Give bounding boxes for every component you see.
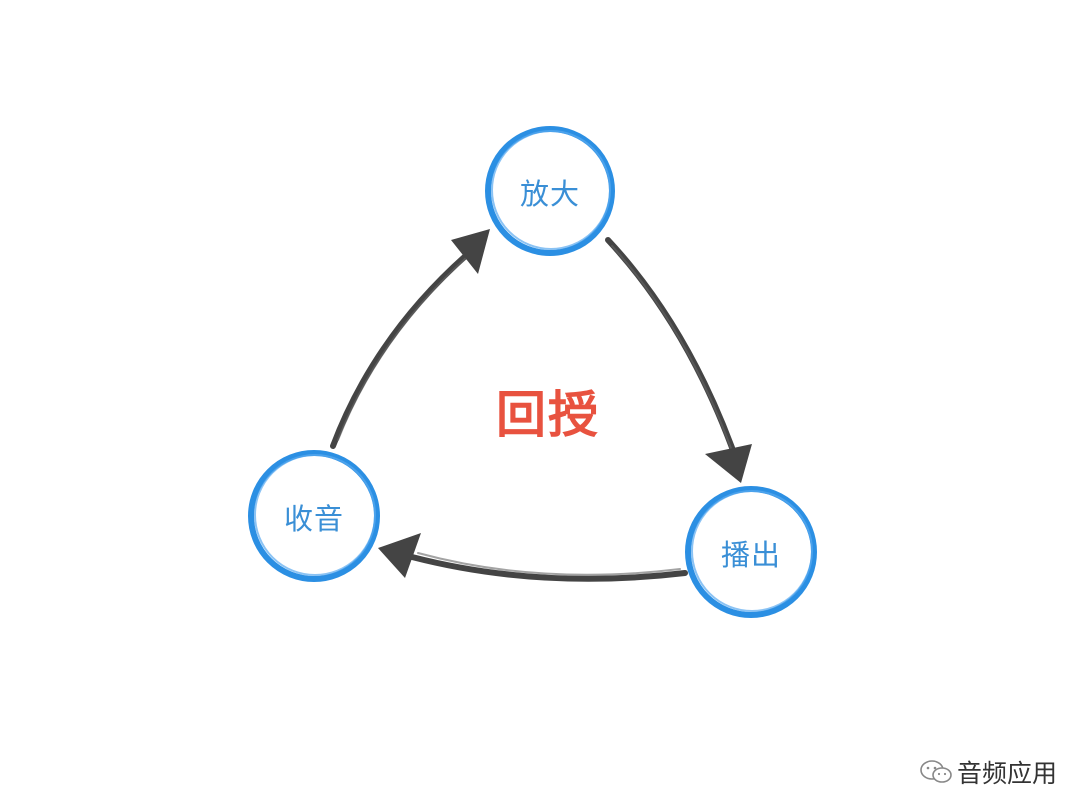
center-label: 回授 bbox=[496, 386, 600, 444]
watermark-text: 音频应用 bbox=[956, 759, 1057, 788]
node-label-amplify: 放大 bbox=[519, 177, 581, 211]
arrowhead-playback bbox=[705, 444, 752, 483]
arrowhead-pickup bbox=[378, 533, 421, 578]
watermark: 音频应用 bbox=[919, 754, 1057, 790]
edge-playback-to-pickup bbox=[378, 533, 688, 582]
node-pickup bbox=[248, 450, 380, 582]
node-label-playback: 播出 bbox=[720, 538, 782, 572]
node-amplify bbox=[485, 126, 615, 256]
arrowhead-amplify bbox=[451, 229, 490, 274]
node-label-pickup: 收音 bbox=[283, 502, 345, 536]
edge-pickup-to-amplify bbox=[330, 229, 490, 449]
wechat-icon bbox=[919, 759, 953, 785]
node-playback bbox=[685, 486, 817, 618]
edge-amplify-to-playback bbox=[605, 237, 752, 483]
